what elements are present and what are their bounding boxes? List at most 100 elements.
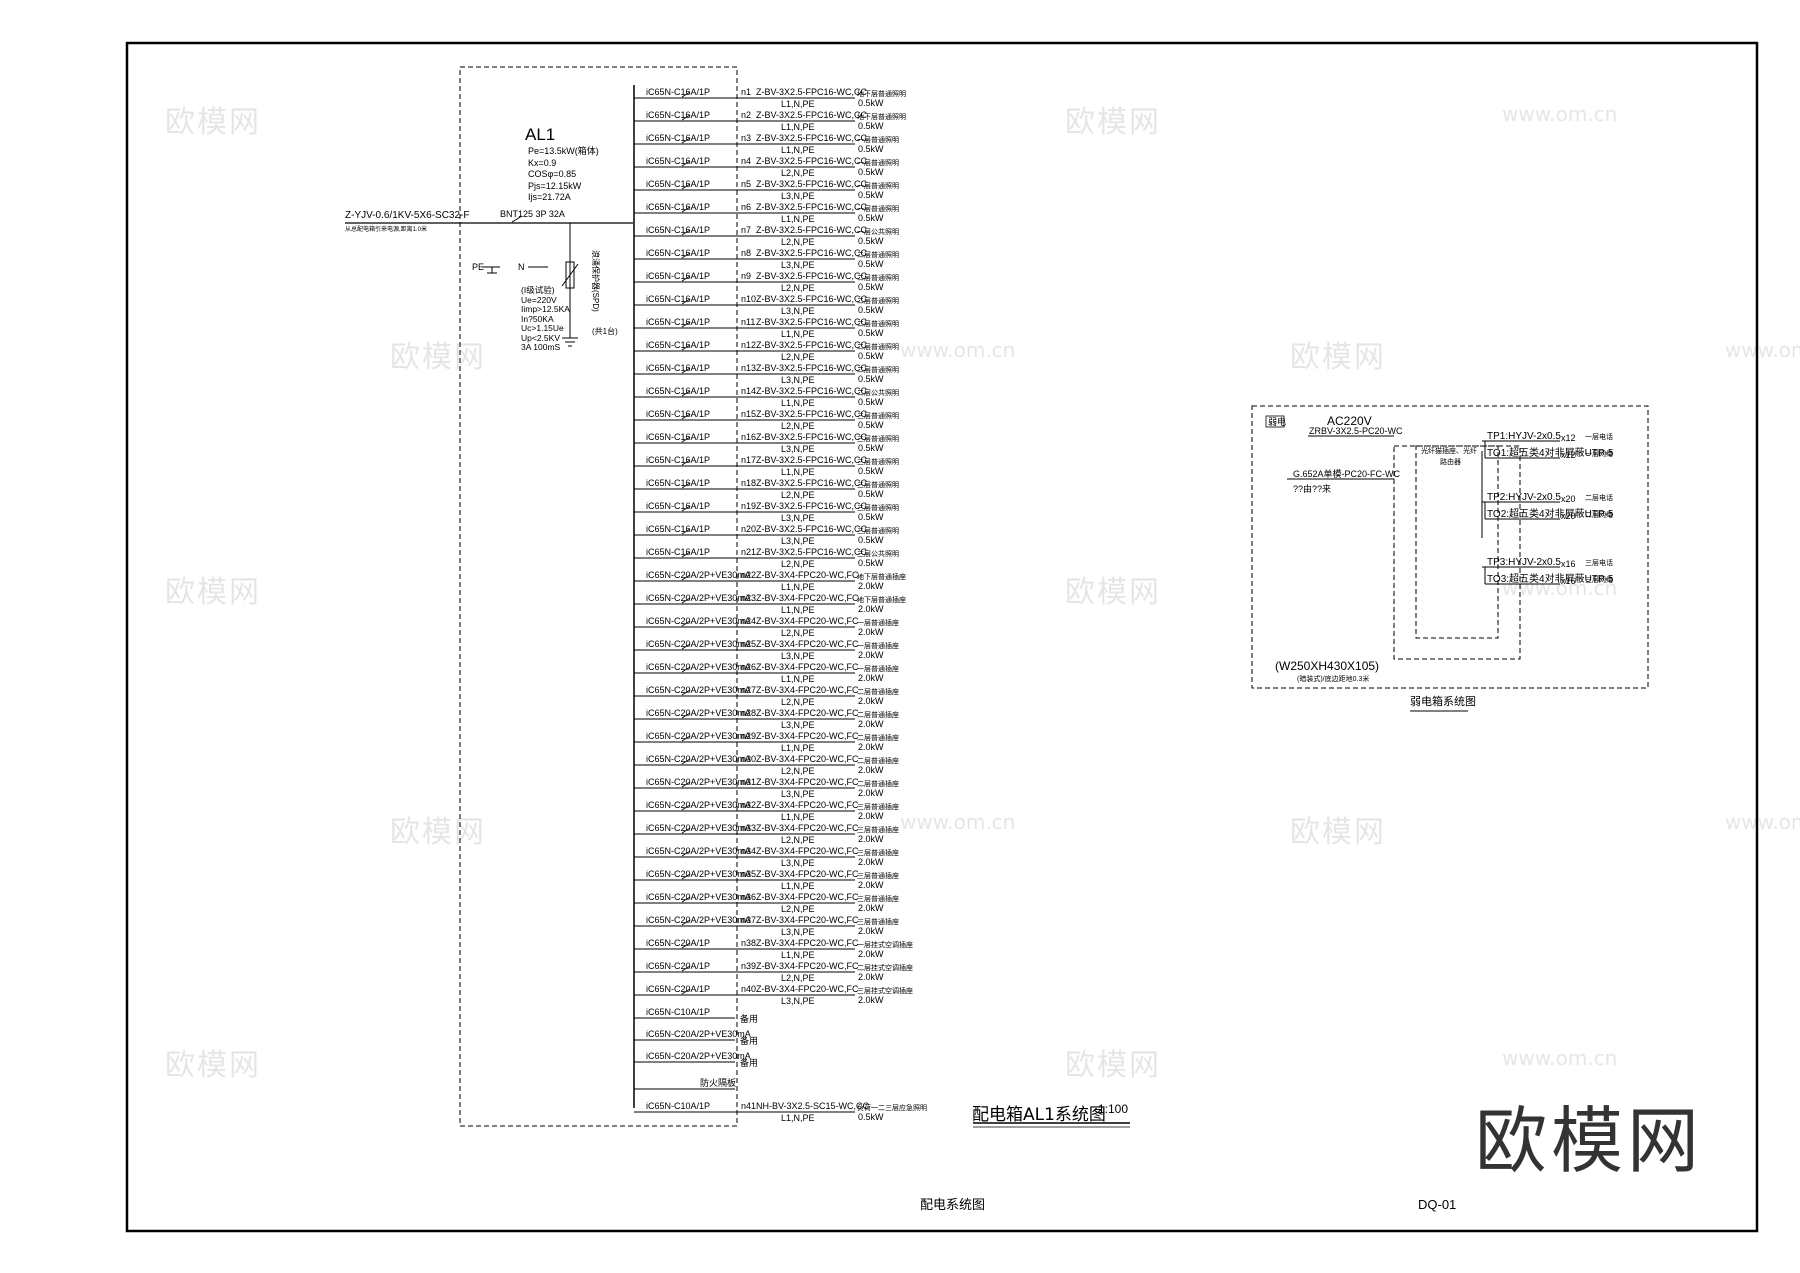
circuit-power: 0.5kW xyxy=(858,512,884,522)
circuit-breaker-label: iC65N-C16A/1P xyxy=(646,133,711,143)
circuit-phase: L2,N,PE xyxy=(781,421,815,431)
last-circuit-id: n41 xyxy=(741,1101,757,1111)
circuit-cable: Z-BV-3X2.5-FPC16-WC,CC xyxy=(756,432,868,442)
circuit-power: 0.5kW xyxy=(858,98,884,108)
circuit-power: 0.5kW xyxy=(858,420,884,430)
spare-use: 备用 xyxy=(740,1014,759,1024)
circuit-breaker-label: iC65N-C20A/2P+VE30mA xyxy=(646,616,751,626)
circuit-id: n23 xyxy=(741,593,757,603)
weak-tp-use: 二层电话 xyxy=(1585,495,1613,502)
circuit-power: 2.0kW xyxy=(858,926,884,936)
circuit-use: 一层普通照明 xyxy=(857,160,899,167)
circuit-phase: L2,N,PE xyxy=(781,559,815,569)
watermark-logo: 欧模网 xyxy=(165,1048,261,1083)
circuit-power: 2.0kW xyxy=(858,972,884,982)
circuit-id: n14 xyxy=(741,386,757,396)
circuit-id: n33 xyxy=(741,823,757,833)
circuit-breaker-symbol xyxy=(681,413,691,420)
circuit-cable: Z-BV-3X4-FPC20-WC,FC xyxy=(756,639,859,649)
circuit-use: 一层普通照明 xyxy=(857,183,899,190)
circuit-use: 二层普通插座 xyxy=(857,735,899,742)
weak-to-count: x12 xyxy=(1561,450,1576,460)
circuit-phase: L1,N,PE xyxy=(781,881,815,891)
circuit-breaker-label: iC65N-C16A/1P xyxy=(646,225,711,235)
circuit-breaker-symbol xyxy=(681,551,691,558)
circuit-use: 地下层普通照明 xyxy=(857,91,906,98)
weak-to-use: 二层网络 xyxy=(1585,512,1613,519)
watermark-logo: 欧模网 xyxy=(165,575,261,610)
circuit-breaker-symbol xyxy=(681,689,691,696)
main-diagram-title: 配电箱AL1系统图 xyxy=(972,1105,1106,1125)
circuit-power: 0.5kW xyxy=(858,328,884,338)
circuit-breaker-label: iC65N-C16A/1P xyxy=(646,110,711,120)
circuit-power: 0.5kW xyxy=(858,167,884,177)
watermark-logo: 欧模网 xyxy=(390,340,486,375)
circuit-power: 2.0kW xyxy=(858,857,884,867)
circuit-phase: L1,N,PE xyxy=(781,122,815,132)
circuit-breaker-label: iC65N-C16A/1P xyxy=(646,501,711,511)
circuit-breaker-symbol xyxy=(681,298,691,305)
circuit-use: 三层普通插座 xyxy=(857,804,899,811)
circuit-breaker-label: iC65N-C20A/1P xyxy=(646,961,711,971)
circuit-phase: L1,N,PE xyxy=(781,950,815,960)
circuit-cable: Z-BV-3X2.5-FPC16-WC,CC xyxy=(756,87,868,97)
circuit-breaker-symbol xyxy=(681,114,691,121)
circuit-breaker-label: iC65N-C16A/1P xyxy=(646,202,711,212)
spd-label: 浪涌保护器(SPD) xyxy=(591,250,600,312)
circuit-id: n3 xyxy=(741,133,752,143)
panel-param: Ijs=21.72A xyxy=(528,192,571,202)
circuit-phase: L2,N,PE xyxy=(781,697,815,707)
circuit-cable: Z-BV-3X4-FPC20-WC,FC xyxy=(756,662,859,672)
circuit-use: 二层普通照明 xyxy=(857,275,899,282)
spd-count: (共1台) xyxy=(592,327,618,336)
circuit-id: n30 xyxy=(741,754,757,764)
circuit-power: 2.0kW xyxy=(858,742,884,752)
circuit-power: 2.0kW xyxy=(858,811,884,821)
circuit-cable: Z-BV-3X2.5-FPC16-WC,CC xyxy=(756,271,868,281)
circuit-use: 三层普通插座 xyxy=(857,850,899,857)
circuit-cable: Z-BV-3X2.5-FPC16-WC,CC xyxy=(756,225,868,235)
circuit-id: n27 xyxy=(741,685,757,695)
circuit-power: 0.5kW xyxy=(858,190,884,200)
circuit-power: 2.0kW xyxy=(858,834,884,844)
circuit-breaker-symbol xyxy=(681,367,691,374)
circuit-breaker-label: iC65N-C20A/2P+VE30mA xyxy=(646,685,751,695)
circuit-cable: Z-BV-3X4-FPC20-WC,FC xyxy=(756,984,859,994)
circuit-phase: L3,N,PE xyxy=(781,789,815,799)
circuit-cable: Z-BV-3X2.5-FPC16-WC,CC xyxy=(756,524,868,534)
circuit-id: n17 xyxy=(741,455,757,465)
main-switch-label: BNT125 3P 32A xyxy=(500,209,565,219)
main-switch-blade xyxy=(511,215,523,223)
circuit-use: 地下层普通插座 xyxy=(857,574,906,581)
circuit-power: 0.5kW xyxy=(858,397,884,407)
circuit-breaker-symbol xyxy=(681,482,691,489)
circuit-breaker-symbol xyxy=(681,459,691,466)
circuit-id: n37 xyxy=(741,915,757,925)
panel-param: Kx=0.9 xyxy=(528,157,557,168)
circuit-phase: L2,N,PE xyxy=(781,766,815,776)
circuit-breaker-label: iC65N-C16A/1P xyxy=(646,363,711,373)
weak-box xyxy=(1251,405,1649,689)
circuit-use: 一层挂式空调插座 xyxy=(857,942,913,949)
watermark-url: www.om.cn xyxy=(1725,810,1800,834)
circuit-breaker-label: iC65N-C16A/1P xyxy=(646,409,711,419)
sheet-title: 配电系统图 xyxy=(920,1197,986,1212)
circuit-use: 二层普通照明 xyxy=(857,367,899,374)
circuit-breaker-label: iC65N-C20A/2P+VE30mA xyxy=(646,754,751,764)
circuit-power: 2.0kW xyxy=(858,995,884,1005)
circuit-breaker-label: iC65N-C20A/2P+VE30mA xyxy=(646,639,751,649)
circuit-id: n4 xyxy=(741,156,752,166)
weak-to-label: TO2:超五类4对非屏蔽UTP-5 xyxy=(1487,509,1614,520)
spd-param: Ue=220V xyxy=(521,294,557,305)
circuit-id: n34 xyxy=(741,846,757,856)
watermark-logo: 欧模网 xyxy=(1065,1048,1161,1083)
circuit-breaker-label: iC65N-C20A/2P+VE30mA xyxy=(646,800,751,810)
circuit-phase: L3,N,PE xyxy=(781,444,815,454)
circuit-breaker-label: iC65N-C16A/1P xyxy=(646,156,711,166)
spd-param: Up<2.5KV xyxy=(521,332,560,343)
weak-tp-label: TP2:HYJV-2x0.5 xyxy=(1487,492,1561,503)
spd-param: Iimp>12.5KA xyxy=(521,304,570,314)
weak-box-tag: 弱电 xyxy=(1268,417,1287,427)
circuit-breaker-symbol xyxy=(681,827,691,834)
